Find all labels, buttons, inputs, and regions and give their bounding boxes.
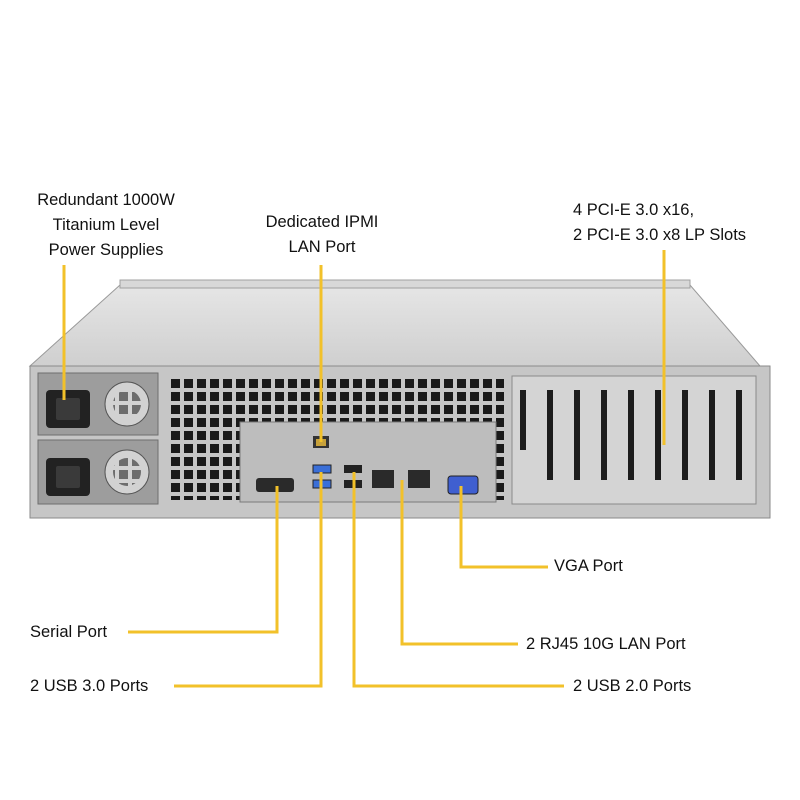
callout-line-lan [400, 480, 518, 646]
psu-label-line-1: Redundant 1000W [37, 191, 175, 209]
rail-ear [119, 279, 691, 289]
serial-label: Serial Port [30, 623, 108, 641]
pcie-label: 4 PCI-E 3.0 x16, 2 PCI-E 3.0 x8 LP Slots [573, 198, 746, 248]
psu-label-line-3: Power Supplies [48, 241, 164, 259]
io-panel [239, 421, 497, 503]
ipmi-label: Dedicated IPMI LAN Port [238, 210, 406, 260]
callout-line-serial [128, 486, 279, 634]
chassis-top [28, 284, 762, 367]
usb2-label: 2 USB 2.0 Ports [573, 677, 692, 695]
pcie-slots [511, 375, 757, 505]
psu-label-line-2: Titanium Level [52, 216, 160, 234]
psu-2 [37, 439, 159, 505]
pcie-label-line-1: 4 PCI-E 3.0 x16, [573, 201, 695, 219]
callout-line-usb2 [352, 472, 564, 688]
pcie-label-line-2: 2 PCI-E 3.0 x8 LP Slots [573, 226, 747, 244]
psu-1 [37, 372, 159, 436]
psu-label: Redundant 1000W Titanium Level Power Sup… [16, 188, 196, 263]
callout-line-vga [459, 486, 548, 569]
vga-label: VGA Port [554, 557, 623, 575]
ipmi-label-line-1: Dedicated IPMI [265, 213, 379, 231]
ipmi-label-line-2: LAN Port [288, 238, 356, 256]
callout-lines [62, 250, 666, 688]
lan-label: 2 RJ45 10G LAN Port [526, 635, 686, 653]
usb3-label: 2 USB 3.0 Ports [30, 677, 149, 695]
callout-line-usb3 [174, 472, 323, 688]
